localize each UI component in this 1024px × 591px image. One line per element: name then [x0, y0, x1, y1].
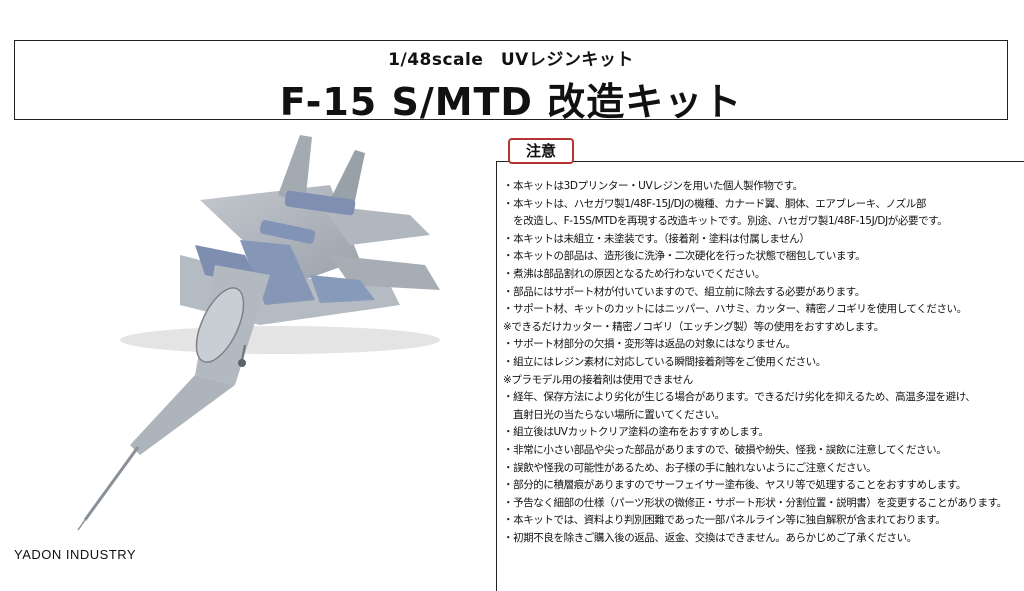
- notice-list: ・本キットは3Dプリンター・UVレジンを用いた個人製作物です。・本キットは、ハセ…: [503, 178, 1008, 547]
- vertical-tail-1: [278, 135, 312, 205]
- aircraft-model-photo: [77, 135, 440, 531]
- notice-line: ・初期不良を除きご購入後の返品、返金、交換はできません。あらかじめご了承ください…: [503, 531, 917, 544]
- notice-line: ※プラモデル用の接着剤は使用できません: [503, 373, 693, 386]
- notice-line: ・本キットは未組立・未塗装です。（接着剤・塗料は付属しません）: [503, 232, 810, 245]
- shadow: [120, 326, 440, 354]
- notice-line: 直射日光の当たらない場所に置いてください。: [503, 408, 725, 421]
- kit-subtitle: 1/48scale UVレジンキット: [388, 50, 634, 70]
- landing-gear: [241, 344, 246, 361]
- notice-line: ・煮沸は部品割れの原因となるため行わないでください。: [503, 267, 765, 280]
- notice-line: を改造し、F-15S/MTDを再現する改造キットです。別途、ハセガワ製1/48F…: [503, 215, 948, 228]
- tail-right: [320, 205, 430, 245]
- notice-line: ・サポート材、キットのカットにはニッパー、ハサミ、カッター、精密ノコギリを使用し…: [503, 303, 967, 316]
- notice-line: ※できるだけカッター・精密ノコギリ（エッチング製）等の使用をおすすめします。: [503, 320, 884, 333]
- wheel: [238, 359, 246, 367]
- notice-line: ・予告なく細部の仕様（パーツ形状の微修正・サポート形状・分割位置・説明書）を変更…: [503, 496, 1007, 509]
- notice-line: ・本キットは3Dプリンター・UVレジンを用いた個人製作物です。: [503, 180, 803, 192]
- title-box: 1/48scale UVレジンキット F-15 S/MTD 改造キット: [14, 40, 1008, 124]
- nose-cone: [130, 375, 235, 455]
- notice-line: ・本キットは、ハセガワ製1/48F-15J/DJの機種、カナード翼、胴体、エアブ…: [503, 197, 926, 210]
- blue-part-nozzle: [284, 190, 356, 216]
- blue-part-airbrake: [259, 220, 316, 244]
- notice-frame: [496, 161, 1024, 591]
- notice-line: ・誤飲や怪我の可能性があるため、お子様の手に触れないようにご注意ください。: [503, 461, 877, 474]
- notice-line: ・部分的に積層痕がありますのでサーフェイサー塗布後、ヤスリ等で処理することをおす…: [503, 479, 966, 492]
- notice-line: ・サポート材部分の欠損・変形等は返品の対象にはなりません。: [503, 338, 796, 351]
- pitot-tip: [77, 519, 86, 531]
- blue-part-canard-2: [310, 275, 375, 303]
- notice-line: ・組立後はUVカットクリア塗料の塗布をおすすめします。: [503, 426, 769, 439]
- kit-title: F-15 S/MTD 改造キット: [279, 80, 743, 124]
- notice-line: ・経年、保存方法により劣化が生じる場合があります。できるだけ劣化を抑えるため、高…: [503, 391, 976, 404]
- notice-line: ・非常に小さい部品や尖った部品がありますので、破損や紛失、怪我・誤飲に注意してく…: [503, 443, 947, 456]
- notice-line: ・本キットの部品は、造形後に洗浄・二次硬化を行った状態で梱包しています。: [503, 250, 866, 263]
- brand-name: YADON INDUSTRY: [14, 547, 137, 562]
- notice-line: ・組立にはレジン素材に対応している瞬間接着剤等をご使用ください。: [503, 355, 826, 368]
- pitot-probe: [83, 446, 140, 521]
- notice-badge: 注意: [508, 138, 574, 164]
- notice-line: ・部品にはサポート材が付いていますので、組立前に除去する必要があります。: [503, 285, 865, 298]
- notice-line: ・本キットでは、資料より判別困難であった一部パネルライン等に独自解釈が含まれてお…: [503, 514, 946, 527]
- canopy: [195, 287, 245, 363]
